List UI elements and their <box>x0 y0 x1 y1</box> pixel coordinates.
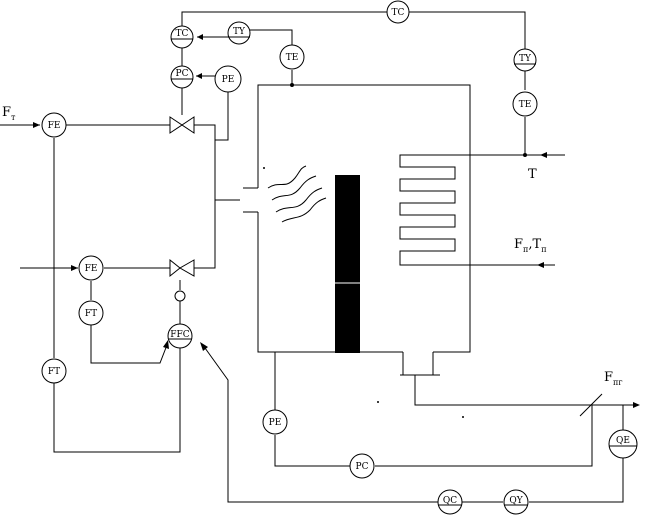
pe-top-label: PE <box>222 75 235 85</box>
ft-fuel-label: FT <box>48 367 60 377</box>
air-valve-actuator <box>174 290 186 302</box>
te-right-label: TE <box>519 100 532 110</box>
fuel-label: Fт <box>2 105 16 122</box>
pc-bottom-instrument: PC <box>349 453 375 479</box>
flue-gas-line <box>414 375 635 406</box>
flame-3 <box>275 187 323 213</box>
ty-right-label: TY <box>519 54 532 64</box>
ft-air-ffc-line <box>90 325 168 364</box>
pe-bottom-instrument: PE <box>262 409 288 435</box>
boiler <box>257 84 471 375</box>
pe-top-instrument: PE <box>214 65 242 93</box>
fe-air-instrument: FE <box>78 255 104 281</box>
qy-label: QY <box>509 496 523 506</box>
ft-air-label: FT <box>85 309 97 319</box>
air-valve-right <box>178 259 195 277</box>
dot <box>462 416 464 418</box>
tc-left-label: TC <box>176 29 189 39</box>
pe-tap-line <box>215 92 229 141</box>
ty-left-label: TY <box>233 27 246 37</box>
fe-air-label: FE <box>85 264 98 274</box>
fuel-valve <box>169 116 195 134</box>
ft-ffc-line <box>53 345 181 453</box>
qc-label: QC <box>443 496 457 506</box>
flue-gas-arrow <box>633 402 640 408</box>
fe-fuel-instrument: FE <box>41 112 67 138</box>
ft-fuel-instrument: FT <box>41 358 67 384</box>
ffc-label: FFC <box>170 330 189 340</box>
ty-tc-arrow <box>197 34 203 40</box>
fuel-inlet-arrow <box>33 122 40 128</box>
steam-coil <box>399 154 462 266</box>
qc-instrument: QC <box>437 489 463 515</box>
qc-ffc-arrow <box>200 342 208 351</box>
heat-exchanger-column <box>335 175 360 353</box>
pe-pc-bottom-line <box>274 435 350 467</box>
te-right-tap <box>523 153 527 157</box>
damper <box>579 393 603 417</box>
te-boiler-label: TE <box>286 53 299 63</box>
flue-gas-label: Fпг <box>604 370 623 387</box>
tc-top-label: TC <box>392 8 405 18</box>
te-ty-line <box>250 29 293 45</box>
air-inlet-arrow <box>71 265 78 271</box>
air-valve <box>169 258 195 302</box>
ft-air-ffc-arrow <box>163 340 169 349</box>
tc-left-instrument: TC <box>170 25 194 49</box>
fuel-valve-left <box>169 116 183 134</box>
dot <box>377 401 379 403</box>
ffc-instrument: FFC <box>167 323 193 349</box>
temp-probe-arrow <box>540 152 547 158</box>
ft-air-instrument: FT <box>78 300 104 326</box>
flame-2 <box>271 175 317 201</box>
qe-instrument: QE <box>608 429 638 459</box>
dot <box>263 167 265 169</box>
temperature-label: T <box>528 167 537 182</box>
pe-bottom-label: PE <box>269 418 282 428</box>
tc-top-instrument: TC <box>386 0 410 24</box>
pc-bottom-label: PC <box>356 462 369 472</box>
qy-instrument: QY <box>503 489 529 515</box>
qc-ffc-line <box>204 347 438 503</box>
flame-1 <box>267 165 307 189</box>
boiler-wall-bottom <box>257 212 403 353</box>
air-valve-left <box>169 258 181 278</box>
ty-right-instrument: TY <box>513 48 537 72</box>
pe-pc-arrow <box>196 73 202 79</box>
fe-fuel-label: FE <box>48 121 61 131</box>
flame-4 <box>281 197 327 223</box>
pc-damper-line <box>375 405 593 467</box>
qy-qe-line <box>529 458 624 503</box>
te-right-instrument: TE <box>512 91 538 117</box>
pc-top-instrument: PC <box>170 65 194 89</box>
pc-top-label: PC <box>176 69 189 79</box>
te-boiler-instrument: TE <box>279 44 305 70</box>
steam-label: Fп,Tп <box>514 237 547 254</box>
signal-lines <box>0 11 640 503</box>
te-boiler-tap <box>290 83 294 87</box>
boiler-wall-top <box>257 84 471 353</box>
fuel-header-line <box>194 124 216 269</box>
tc-loop-line <box>181 11 526 50</box>
fuel-valve-right <box>181 116 195 134</box>
ty-left-instrument: TY <box>227 21 251 45</box>
steam-outlet-arrow <box>537 262 544 268</box>
qe-label: QE <box>616 436 630 446</box>
